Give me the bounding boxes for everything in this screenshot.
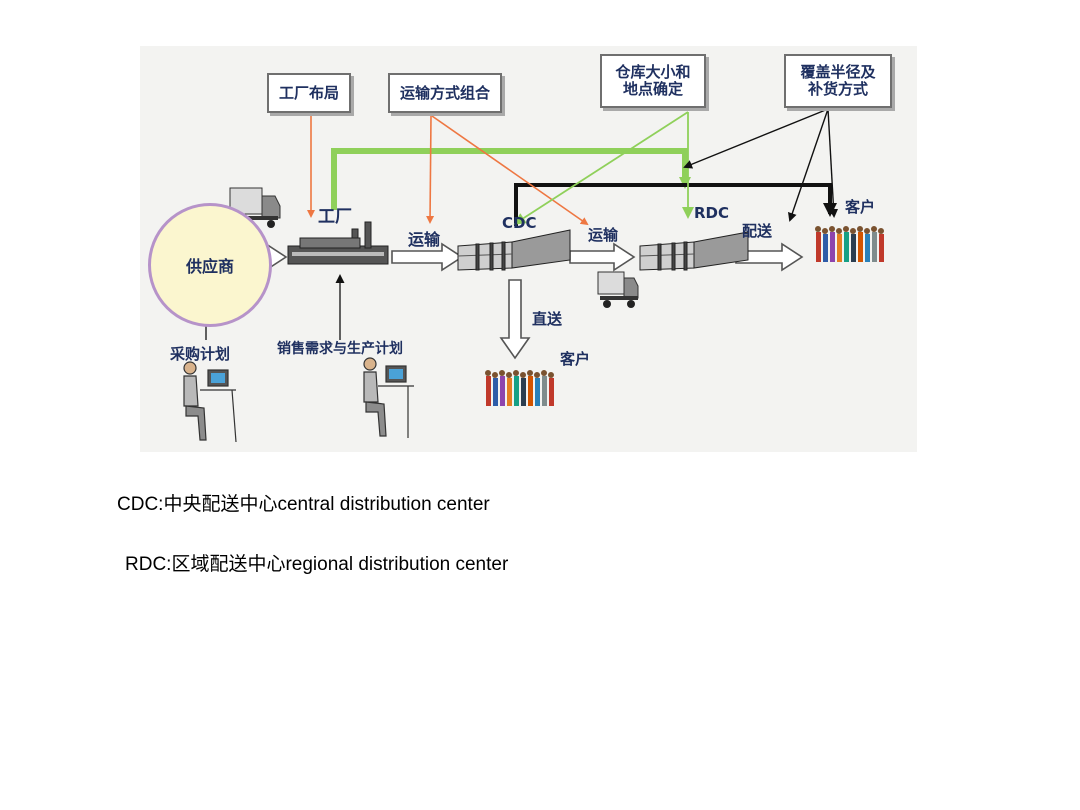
- procurement-plan-label: 采购计划: [170, 345, 231, 363]
- delivery-label: 配送: [742, 222, 773, 240]
- planner-at-computer-icon: [183, 361, 237, 443]
- customer-label: 客户: [845, 198, 876, 216]
- black-arrows: [683, 108, 839, 222]
- customer-label: 客户: [560, 350, 591, 368]
- cdc-label: CDC: [502, 214, 537, 232]
- warehouse-size-box: 仓库大小和 地点确定: [600, 54, 706, 108]
- transport-label: 运输: [408, 230, 441, 249]
- supply-chain-diagram: 工厂布局 运输方式组合 仓库大小和 地点确定 覆盖半径及 补货方式 供应商 工厂…: [140, 46, 917, 452]
- green-arrows: [513, 111, 694, 225]
- coverage-box: 覆盖半径及 补货方式: [784, 54, 892, 108]
- rdc-label: RDC: [694, 204, 730, 222]
- factory-icon: [287, 221, 389, 265]
- factory-layout-box: 工厂布局: [267, 73, 351, 113]
- cdc-definition: CDC:中央配送中心central distribution center: [117, 494, 490, 515]
- factory-label: 工厂: [318, 207, 352, 227]
- supplier-node: 供应商: [148, 203, 272, 327]
- supplier-label: 供应商: [185, 257, 234, 276]
- customer-crowd-icon: [815, 226, 884, 262]
- sales-production-plan-label: 销售需求与生产计划: [277, 341, 403, 357]
- green-flow-line: [331, 148, 691, 210]
- rdc-definition: RDC:区域配送中心regional distribution center: [125, 554, 509, 575]
- truck-icon: [597, 271, 639, 308]
- transport-mode-box: 运输方式组合: [388, 73, 502, 113]
- black-flow-line: [514, 183, 837, 226]
- planner-at-computer-icon: [363, 357, 414, 438]
- warehouse-icon: [639, 231, 749, 271]
- orange-arrows: [307, 115, 589, 226]
- transport-label: 运输: [588, 226, 619, 244]
- customer-crowd-icon: [485, 370, 554, 406]
- warehouse-icon: [457, 229, 571, 271]
- direct-delivery-label: 直送: [532, 310, 563, 328]
